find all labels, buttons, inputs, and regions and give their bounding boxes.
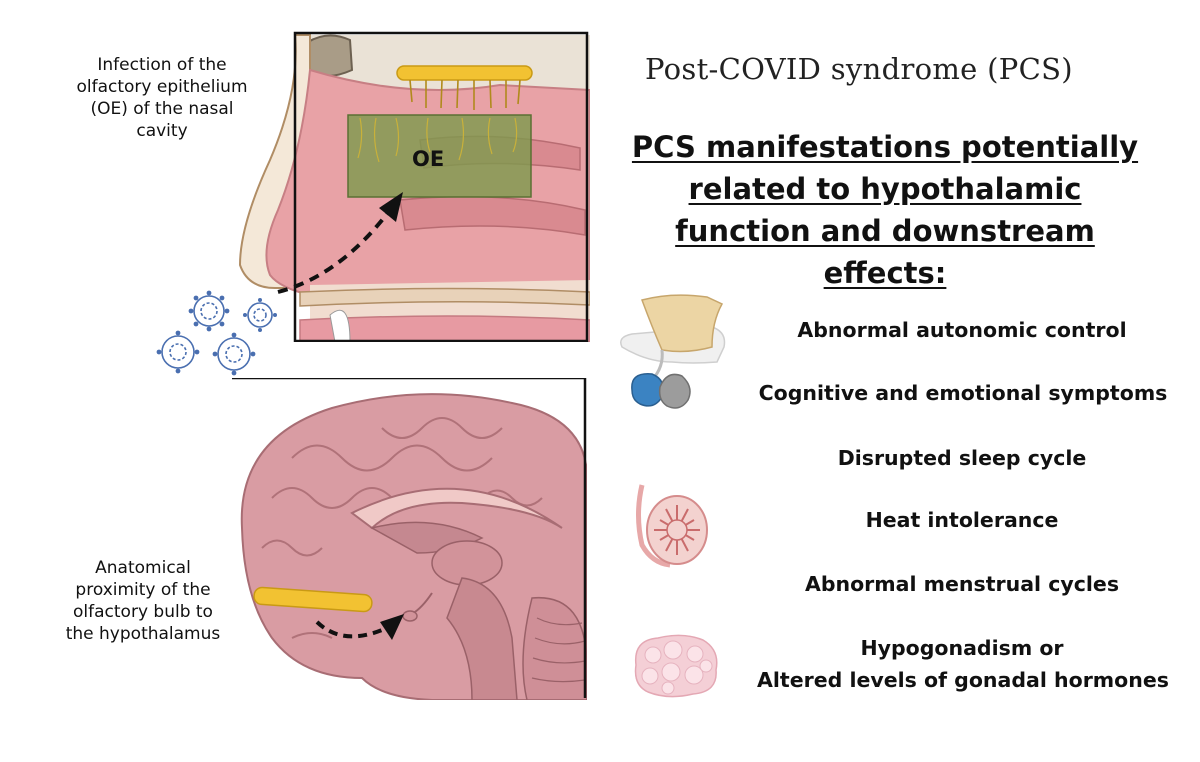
heading-line-3: function and downstream xyxy=(675,214,1095,248)
brain-label-line-2: proximity of the xyxy=(75,580,211,600)
heading-line-2: related to hypothalamic xyxy=(688,172,1082,206)
item-hypogonadism: Hypogonadism or xyxy=(860,636,1064,660)
manifestations-heading: PCS manifestations potentially related t… xyxy=(612,126,1158,294)
nasal-label-line-3: (OE) of the nasal xyxy=(90,99,234,119)
item-abnormal-menstrual-cycles: Abnormal menstrual cycles xyxy=(804,572,1120,596)
nasal-label-line-1: Infection of the xyxy=(97,55,227,75)
testis-icon xyxy=(636,484,708,568)
brain-label-line-1: Anatomical xyxy=(95,558,191,578)
item-abnormal-autonomic-control: Abnormal autonomic control xyxy=(797,318,1127,342)
oe-label: OE xyxy=(412,147,445,171)
nasal-infection-label: Infection of the olfactory epithelium (O… xyxy=(62,54,262,142)
brain-illustration xyxy=(232,378,587,700)
item-altered-gonadal-hormones: Altered levels of gonadal hormones xyxy=(757,668,1169,692)
pituitary-gland-icon xyxy=(620,294,726,409)
nasal-label-line-2: olfactory epithelium xyxy=(76,77,248,97)
nasal-cavity-illustration xyxy=(200,30,590,342)
virus-icon xyxy=(156,290,277,376)
nasal-label-line-4: cavity xyxy=(136,121,188,141)
item-disrupted-sleep-cycle: Disrupted sleep cycle xyxy=(837,446,1087,470)
ovary-icon xyxy=(634,634,718,698)
item-cognitive-emotional-symptoms: Cognitive and emotional symptoms xyxy=(758,381,1168,405)
item-heat-intolerance: Heat intolerance xyxy=(865,508,1059,532)
brain-label-line-3: olfactory bulb to xyxy=(73,602,213,622)
page-title: Post-COVID syndrome (PCS) xyxy=(645,52,1073,86)
heading-line-4: effects: xyxy=(823,256,947,290)
brain-label-line-4: the hypothalamus xyxy=(65,624,221,644)
olfactory-bulb-proximity-label: Anatomical proximity of the olfactory bu… xyxy=(58,557,228,645)
heading-line-1: PCS manifestations potentially xyxy=(631,130,1139,164)
